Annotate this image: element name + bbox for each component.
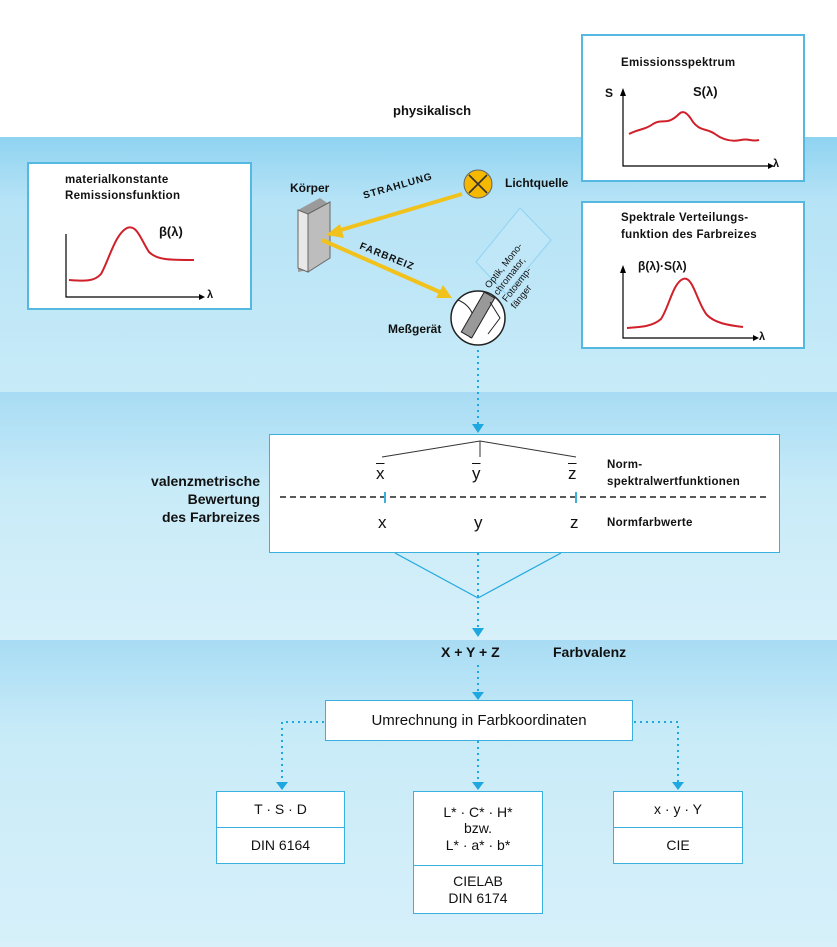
lichtquelle-label: Lichtquelle	[505, 176, 569, 190]
z-symbol: z	[570, 513, 579, 532]
zbar-symbol: z	[568, 464, 577, 483]
output-middle-line-2: bzw.	[463, 820, 492, 837]
valenz-heading-line-2: Bewertung	[187, 491, 260, 507]
emission-axes	[622, 92, 768, 167]
koerper-label: Körper	[290, 181, 330, 195]
remission-symbol: β(λ)	[159, 224, 183, 239]
umrechnung-box: Umrechnung in Farbkoordinaten	[325, 700, 633, 741]
output-middle-line-5: DIN 6174	[448, 889, 508, 906]
spectral-plot	[620, 265, 759, 341]
normfarbwerte-label: Normfarbwerte	[607, 517, 693, 529]
spectral-title-2: funktion des Farbreizes	[621, 229, 757, 241]
output-right-bottom: CIE	[614, 827, 742, 863]
emission-yaxis-label: S	[605, 86, 614, 100]
output-right: x · y · Y CIE	[613, 791, 743, 864]
remission-xaxis-label: λ	[207, 289, 214, 301]
valenz-heading: valenzmetrische Bewertung des Farbreizes	[110, 472, 260, 526]
output-left: T · S · D DIN 6164	[216, 791, 345, 864]
spectral-box: Spektrale Verteilungs- funktion des Farb…	[581, 201, 805, 349]
remission-box: materialkonstante Remissionsfunktion β(λ…	[27, 162, 252, 310]
output-middle-top: L* · C* · H* bzw. L* · a* · b*	[414, 792, 542, 865]
output-left-bottom: DIN 6164	[217, 827, 344, 863]
output-middle-line-4: CIELAB	[453, 873, 503, 890]
emission-curve	[628, 111, 760, 142]
spectral-symbol: β(λ)·S(λ)	[638, 259, 687, 273]
output-middle-bottom: CIELAB DIN 6174	[414, 865, 542, 913]
ybar-symbol: y	[472, 464, 481, 483]
output-middle-line-1: L* · C* · H*	[443, 804, 513, 821]
valenz-heading-line-1: valenzmetrische	[151, 473, 260, 489]
spectral-title-1: Spektrale Verteilungs-	[621, 212, 749, 224]
valenz-box-lines	[280, 440, 770, 503]
x-symbol: x	[378, 513, 387, 532]
norm-label-1: Norm-	[607, 459, 643, 471]
spectral-curve	[626, 277, 744, 329]
remission-plot	[65, 226, 205, 300]
remission-title-2: Remissionsfunktion	[65, 190, 181, 202]
spectral-xaxis-label: λ	[759, 331, 766, 343]
emission-xaxis-label: λ	[773, 158, 780, 170]
spectral-axes	[622, 269, 753, 339]
remission-axes	[65, 234, 199, 298]
valenz-box: x y z Norm- spektralwertfunktionen x y z…	[269, 434, 780, 553]
emission-title: Emissionsspektrum	[621, 57, 736, 69]
physikalisch-label: physikalisch	[393, 103, 472, 118]
y-symbol: y	[474, 513, 483, 532]
remission-curve	[68, 226, 195, 282]
output-left-top: T · S · D	[254, 801, 307, 818]
norm-label-2: spektralwertfunktionen	[607, 476, 741, 488]
farbvalenz-label: Farbvalenz	[553, 644, 627, 660]
emission-box: Emissionsspektrum S(λ) S λ	[581, 34, 805, 182]
output-right-top: x · y · Y	[654, 801, 702, 818]
emission-plot	[620, 88, 774, 169]
xbar-symbol: x	[376, 464, 385, 483]
farbvalenz-formula: X + Y + Z	[441, 644, 500, 660]
valenz-heading-line-3: des Farbreizes	[161, 509, 260, 525]
remission-title-1: materialkonstante	[65, 174, 169, 186]
messgeraet-label: Meßgerät	[388, 322, 442, 336]
output-middle: L* · C* · H* bzw. L* · a* · b* CIELAB DI…	[413, 791, 543, 914]
emission-symbol: S(λ)	[693, 84, 718, 99]
output-middle-line-3: L* · a* · b*	[445, 836, 511, 853]
